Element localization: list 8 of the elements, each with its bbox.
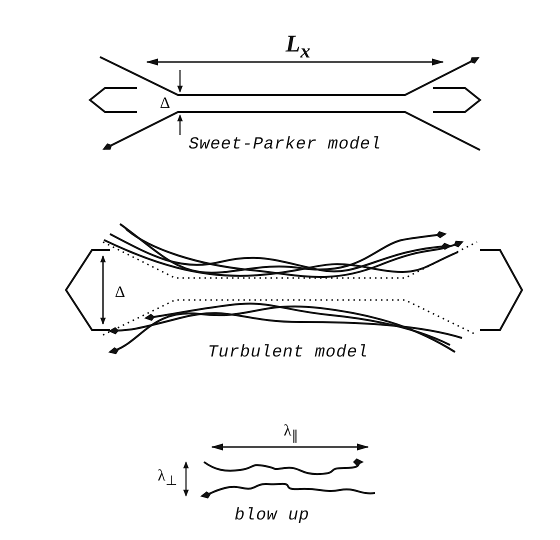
caption: blow up [234, 508, 310, 526]
width-label: Δ [160, 95, 170, 113]
caption: Turbulent model [208, 344, 368, 364]
caption: Sweet-Parker model [188, 136, 382, 156]
wavelength-label: λ$_{⊥}$ [158, 468, 176, 488]
length-label: L$_{x}$ [286, 32, 310, 62]
wavelength-label: λ$_{∥}$ [284, 422, 298, 444]
width-label: Δ [114, 284, 126, 302]
